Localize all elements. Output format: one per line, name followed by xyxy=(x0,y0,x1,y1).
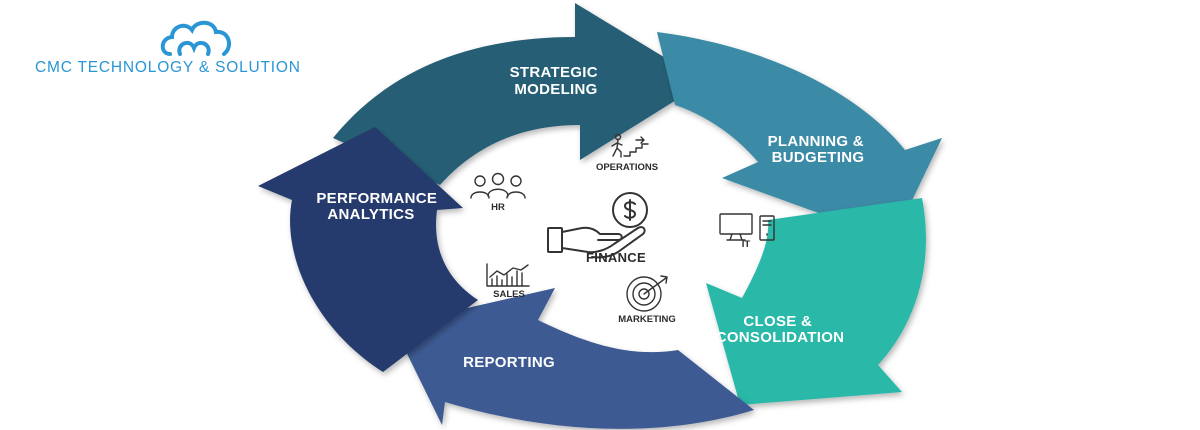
dept-operations: OPERATIONS xyxy=(596,133,658,173)
cycle-segments xyxy=(258,3,942,429)
dept-sales: SALES xyxy=(486,263,530,300)
segment-close-consolidation xyxy=(706,198,926,405)
cloud-logo-icon xyxy=(160,20,232,56)
label-strategic-modeling: STRATEGIC MODELING xyxy=(510,64,603,98)
center-finance: FINANCE xyxy=(547,192,648,265)
people-group-icon xyxy=(470,172,526,199)
segment-performance-analytics xyxy=(258,127,478,372)
dept-it: IT xyxy=(719,213,775,250)
label-performance-analytics: PERFORMANCE ANALYTICS xyxy=(316,190,441,223)
computer-icon xyxy=(719,213,775,241)
dept-label-sales: SALES xyxy=(493,289,525,300)
dept-hr: HR xyxy=(470,172,526,213)
dept-marketing: MARKETING xyxy=(618,275,676,325)
target-icon xyxy=(626,275,668,312)
bar-chart-icon xyxy=(486,263,530,287)
dept-label-marketing: MARKETING xyxy=(618,314,676,325)
center-label: FINANCE xyxy=(586,250,646,265)
money-hand-icon xyxy=(547,192,648,259)
brand-name: CMC TECHNOLOGY & SOLUTION xyxy=(35,59,301,76)
dept-label-operations: OPERATIONS xyxy=(596,162,658,173)
segment-reporting xyxy=(393,288,754,429)
brand-logo: CMC TECHNOLOGY & SOLUTION xyxy=(35,20,301,76)
label-planning-budgeting: PLANNING & BUDGETING xyxy=(768,133,869,166)
dept-label-hr: HR xyxy=(491,202,505,213)
segment-strategic-modeling xyxy=(333,3,705,185)
label-reporting: REPORTING xyxy=(463,354,555,371)
stairs-climb-icon xyxy=(611,133,649,158)
label-close-consolidation: CLOSE & CONSOLIDATION xyxy=(716,313,845,346)
segment-labels: STRATEGIC MODELING PLANNING & BUDGETING … xyxy=(316,64,869,371)
dept-label-it: IT xyxy=(742,239,751,250)
segment-planning-budgeting xyxy=(657,32,942,240)
